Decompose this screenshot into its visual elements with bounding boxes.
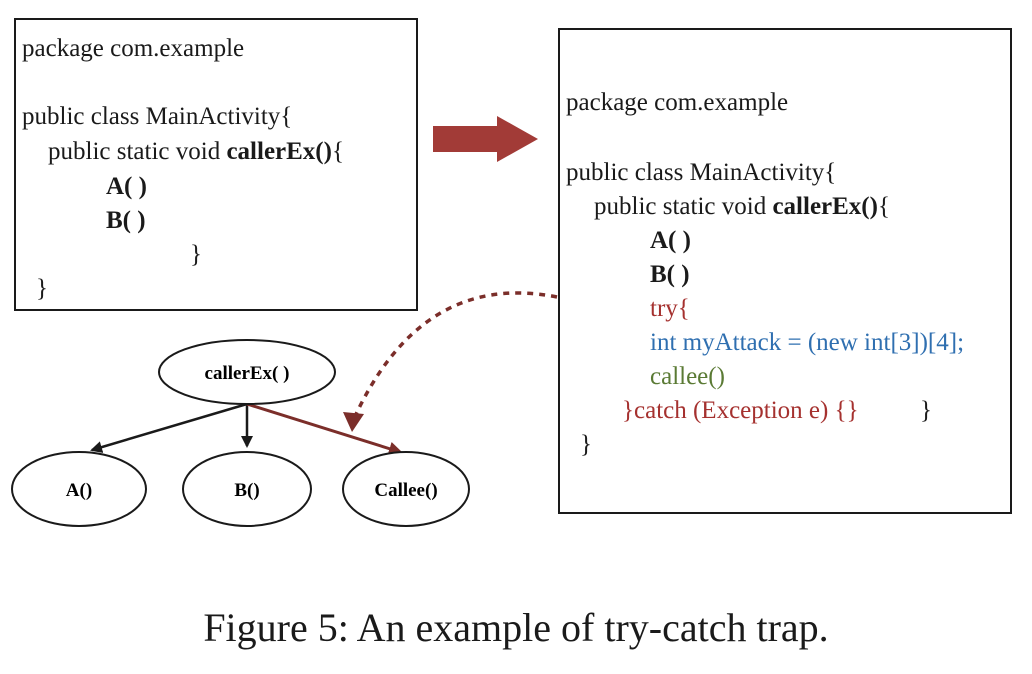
class-declaration: public class MainActivity{ — [566, 159, 837, 186]
method-name: callerEx() — [226, 138, 332, 165]
edge-root-to-callee — [246, 402, 403, 456]
method-name: callerEx() — [772, 193, 878, 220]
call-a: A( ) — [650, 227, 691, 254]
package-line: package com.example — [566, 89, 789, 116]
node-root — [158, 339, 336, 405]
call-a: A( ) — [106, 173, 147, 200]
class-close-brace: } — [36, 275, 48, 302]
catch-clause: }catch (Exception e) {} — [622, 397, 859, 424]
node-callee — [342, 451, 470, 527]
call-b: B( ) — [650, 261, 690, 288]
node-a-label: A() — [66, 480, 92, 501]
method-brace: { — [877, 193, 890, 220]
edge-root-to-a — [90, 402, 248, 453]
node-callee-label: Callee() — [374, 480, 437, 501]
transform-arrow-icon — [433, 116, 538, 162]
method-brace: { — [331, 138, 344, 165]
method-prefix: public static void — [48, 138, 227, 165]
package-line: package com.example — [22, 35, 245, 62]
trapped-code-box: package com.example public class MainAct… — [558, 28, 1012, 514]
method-prefix: public static void — [594, 193, 773, 220]
figure-caption: Figure 5: An example of try-catch trap. — [203, 605, 829, 650]
node-b — [182, 451, 312, 527]
try-open: try{ — [650, 295, 690, 322]
trap-arrow-head-icon — [343, 412, 364, 432]
node-a — [11, 451, 147, 527]
method-declaration: public static void callerEx(){ — [48, 137, 344, 167]
original-code-box: package com.example public class MainAct… — [14, 18, 418, 311]
trap-dashed-arrow — [350, 291, 558, 424]
class-declaration: public class MainActivity{ — [22, 103, 293, 130]
method-declaration: public static void callerEx(){ — [594, 192, 890, 222]
callee-call: callee() — [650, 363, 725, 390]
method-close-brace: } — [920, 397, 932, 424]
class-close-brace: } — [580, 431, 592, 458]
node-b-label: B() — [234, 480, 259, 501]
attack-statement: int myAttack = (new int[3])[4]; — [650, 329, 965, 356]
call-b: B( ) — [106, 207, 146, 234]
node-root-label: callerEx( ) — [205, 363, 290, 384]
method-close-brace: } — [190, 241, 202, 268]
